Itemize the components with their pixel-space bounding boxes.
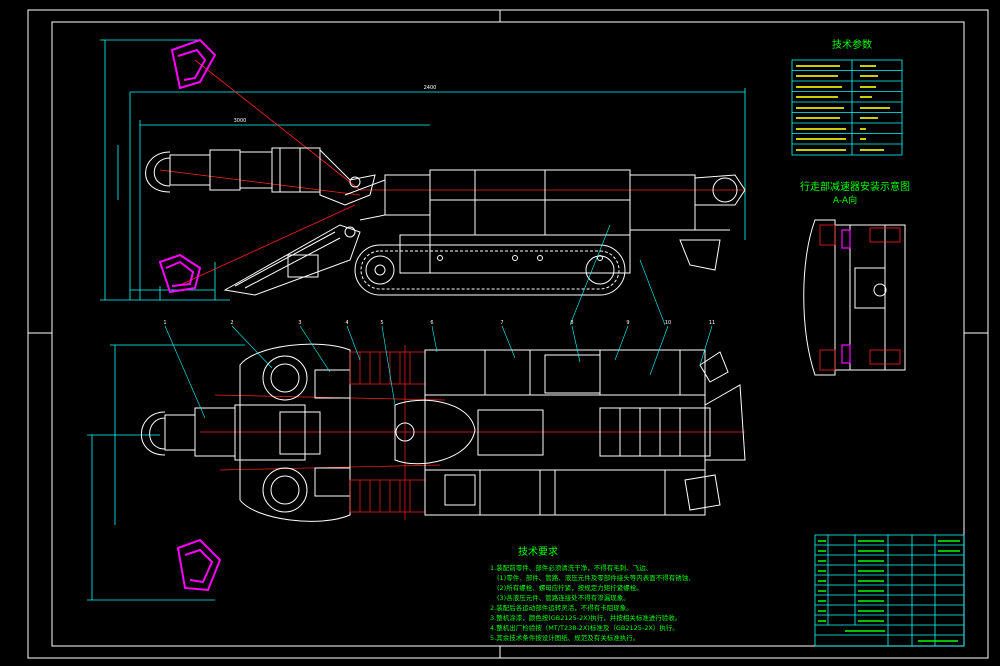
plan-view: 1 2 3 4 5 6 7 8 9 10 11 xyxy=(87,320,746,601)
section-magenta-detail xyxy=(841,229,851,364)
tech-req-line-2: (1)零件、部件、管路、液压元件及零部件接头等内表面不得有锈蚀、 xyxy=(497,573,695,582)
cutting-boom-side xyxy=(145,147,376,206)
callout-8: 8 xyxy=(570,320,573,326)
tech-req-line-4: (3)各液压元件、管路连接处不得有渗漏现象。 xyxy=(497,593,630,602)
cutting-boom-plan xyxy=(140,404,321,461)
tech-req-line-3: (2)所有螺栓、螺母应拧紧，按规定力矩拧紧螺栓。 xyxy=(497,583,643,592)
main-body-plan xyxy=(394,349,746,516)
tech-params-title: 技术参数 xyxy=(832,38,872,51)
section-view: 行走部减速器安装示意图 A-A向 xyxy=(800,180,910,376)
plan-cutting-head-position xyxy=(176,538,222,592)
tech-params: 技术参数 xyxy=(791,38,903,156)
side-dim-label-a: 2400 xyxy=(424,85,437,91)
title-block-grid xyxy=(814,534,965,647)
side-view: 2400 3000 xyxy=(100,38,746,326)
callout-11: 11 xyxy=(709,320,715,326)
callout-5: 5 xyxy=(380,320,383,326)
tech-requirements-title: 技术要求 xyxy=(518,545,558,558)
plan-view-dimensions xyxy=(87,344,245,601)
section-red-detail xyxy=(819,224,901,371)
tech-req-line-8: 5.其余技术条件按设计图纸、规范及有关标准执行。 xyxy=(490,633,639,642)
crawler-track-side xyxy=(354,244,626,296)
tech-params-grid xyxy=(791,59,903,156)
loader-plate-side xyxy=(223,224,361,296)
callout-7: 7 xyxy=(500,320,503,326)
tech-req-line-5: 2.装配后各运动部件运转灵活，不得有卡阻现象。 xyxy=(490,603,633,612)
section-subtitle: A-A向 xyxy=(833,194,857,206)
cutting-head-positions xyxy=(158,38,217,294)
callout-6: 6 xyxy=(430,320,433,326)
tech-req-line-7: 4.整机出厂检验按（MT/T238-2X)标准及（GB2125-2X）执行。 xyxy=(490,623,679,632)
section-title: 行走部减速器安装示意图 xyxy=(800,180,910,193)
title-block xyxy=(814,534,965,647)
tech-params-cell-marks xyxy=(796,65,890,151)
drawing-frame xyxy=(27,9,989,659)
callout-1: 1 xyxy=(163,320,166,326)
callout-2: 2 xyxy=(230,320,233,326)
callout-4: 4 xyxy=(345,320,348,326)
callout-10: 10 xyxy=(665,320,671,326)
plan-callouts xyxy=(164,325,713,419)
plan-centerlines xyxy=(200,345,745,520)
tech-req-line-6: 3.整机涂漆，颜色按(GB2125-2X)执行，并按相关标准进行验收。 xyxy=(490,613,681,622)
tech-req-line-1: 1.装配前零件、部件必须清洗干净，不得有毛刺、飞边、 xyxy=(490,563,652,572)
main-body-side xyxy=(344,169,746,274)
tech-requirements: 技术要求 1.装配前零件、部件必须清洗干净，不得有毛刺、飞边、 (1)零件、部件… xyxy=(490,545,695,642)
side-dim-label-b: 3000 xyxy=(234,118,247,124)
swing-arc-lines xyxy=(159,59,745,286)
plan-callout-numbers: 1 2 3 4 5 6 7 8 9 10 11 xyxy=(163,320,715,326)
side-view-leaders xyxy=(569,224,666,326)
title-block-cell-marks xyxy=(818,540,960,642)
callout-9: 9 xyxy=(626,320,629,326)
callout-3: 3 xyxy=(298,320,301,326)
side-view-dimensions xyxy=(100,39,746,301)
loader-plate-plan xyxy=(239,343,351,522)
